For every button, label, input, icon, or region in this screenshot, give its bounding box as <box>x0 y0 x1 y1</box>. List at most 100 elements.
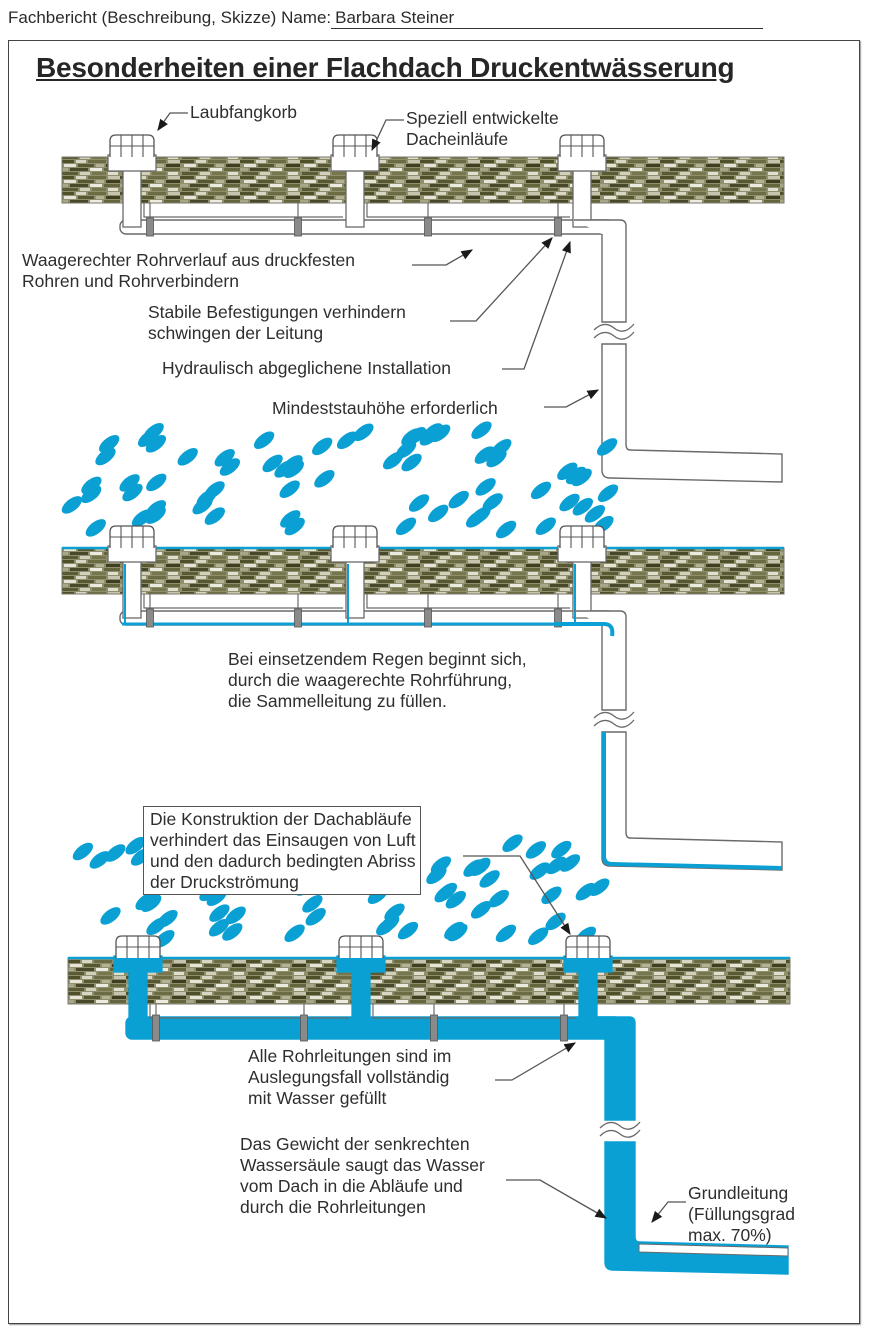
support-rail <box>143 203 570 218</box>
raindrop <box>376 917 397 936</box>
raindrop <box>214 449 235 467</box>
leader-laubfangkorb <box>157 112 188 131</box>
pipe-fixing <box>554 217 562 237</box>
raindrop <box>475 478 496 496</box>
label-regen: Bei einsetzendem Regen beginnt sich, dur… <box>228 649 527 711</box>
leaf-guard-icon <box>332 134 378 157</box>
outlet-body <box>107 154 157 172</box>
label-gewicht: Das Gewicht der senkrechten Wassersäule … <box>240 1134 485 1217</box>
pipe-fixing <box>152 1014 160 1042</box>
leaf-guard-icon <box>115 935 161 958</box>
raindrop <box>279 480 300 498</box>
raindrop <box>557 462 578 481</box>
pipe-fixing <box>146 608 154 628</box>
leader-grundleitung <box>651 1201 686 1223</box>
raindrop <box>280 510 301 528</box>
raindrop <box>72 842 94 861</box>
raindrop <box>575 882 596 901</box>
raindrop <box>470 901 492 919</box>
outlet-stem <box>128 969 148 1029</box>
raindrop <box>465 510 487 528</box>
leader-gewicht <box>506 1179 608 1219</box>
raindrop <box>445 890 466 909</box>
pipe-fixing <box>560 1014 568 1042</box>
outlet-body <box>330 154 380 172</box>
raindrop <box>397 921 419 940</box>
pipe-fixing <box>424 608 432 628</box>
label-hydraulisch: Hydraulisch abgeglichene Installation <box>162 358 451 378</box>
raindrop <box>99 435 120 453</box>
student-name-field[interactable]: Barbara Steiner <box>331 8 764 29</box>
raindrop <box>559 854 581 872</box>
raindrop <box>502 834 523 852</box>
outlet-body <box>107 545 157 563</box>
raindrop <box>95 447 116 466</box>
raindrop <box>105 844 126 862</box>
outlet-body <box>330 545 380 563</box>
stage-full <box>67 935 791 1275</box>
raindrop <box>430 424 451 443</box>
raindrop <box>486 449 507 468</box>
raindrop <box>395 440 417 459</box>
outlet-body <box>113 955 163 973</box>
raindrop <box>284 517 305 536</box>
label-befestigungen: Stabile Befestigungen verhindern schwing… <box>148 302 406 343</box>
raindrop <box>530 481 552 500</box>
raindrop <box>177 448 198 466</box>
raindrop <box>495 520 517 539</box>
raindrop <box>589 878 610 896</box>
leader-konstruktion <box>463 855 571 935</box>
leaf-guard-icon <box>332 525 378 548</box>
label-rohrverlauf: Waagerechter Rohrverlauf aus druckfesten… <box>22 250 355 291</box>
raindrop <box>143 423 164 441</box>
raindrop <box>204 507 225 525</box>
raindrop <box>314 470 335 488</box>
pipe-fixing <box>300 1014 308 1042</box>
raindrop <box>471 421 492 439</box>
raindrop <box>274 460 295 478</box>
raindrop <box>482 493 503 511</box>
raindrop <box>572 497 593 516</box>
raindrop <box>384 903 405 922</box>
pipe-fixing <box>554 608 562 628</box>
raindrop <box>81 476 102 495</box>
pipe-fixing <box>294 217 302 237</box>
raindrop <box>529 862 550 880</box>
leader-hydraulisch <box>502 240 571 370</box>
raindrop <box>430 856 452 874</box>
collector-pipe <box>125 1016 621 1040</box>
pipe-fixing <box>146 217 154 237</box>
pipe-break-icon <box>599 1121 641 1138</box>
pipe-fixing <box>424 217 432 237</box>
raindrop <box>146 473 167 492</box>
header-prefix: Fachbericht (Beschreibung, Skizze) Name: <box>8 8 332 27</box>
pipe-break-icon <box>593 711 635 728</box>
outlet-stem <box>572 168 592 228</box>
raindrop <box>541 886 562 905</box>
raindrop <box>525 841 547 859</box>
leaf-guard-icon <box>109 525 155 548</box>
raindrop <box>447 923 468 942</box>
leader-gefuellt <box>495 1042 577 1081</box>
roof-slab <box>61 547 785 595</box>
downpipe-water-level <box>602 732 783 870</box>
raindrop <box>448 490 469 509</box>
raindrop <box>596 438 618 456</box>
raindrop <box>253 431 275 449</box>
raindrop <box>196 489 217 507</box>
label-laubfangkorb: Laubfangkorb <box>190 102 298 122</box>
raindrop <box>479 870 500 888</box>
grundleitung-air-gap <box>638 1243 789 1257</box>
downpipe-upper <box>577 1016 636 1121</box>
raindrop <box>584 505 606 523</box>
leaf-guard-icon <box>565 935 611 958</box>
report-header: Fachbericht (Beschreibung, Skizze) Name:… <box>8 8 764 29</box>
leader-rohrverlauf <box>412 249 474 266</box>
downpipe-upper <box>574 219 627 323</box>
outlet-stem <box>351 969 371 1029</box>
leaf-guard-icon <box>109 134 155 157</box>
pipe-break-icon <box>593 323 635 340</box>
leaf-guard-icon <box>338 935 384 958</box>
raindrop <box>488 889 509 908</box>
